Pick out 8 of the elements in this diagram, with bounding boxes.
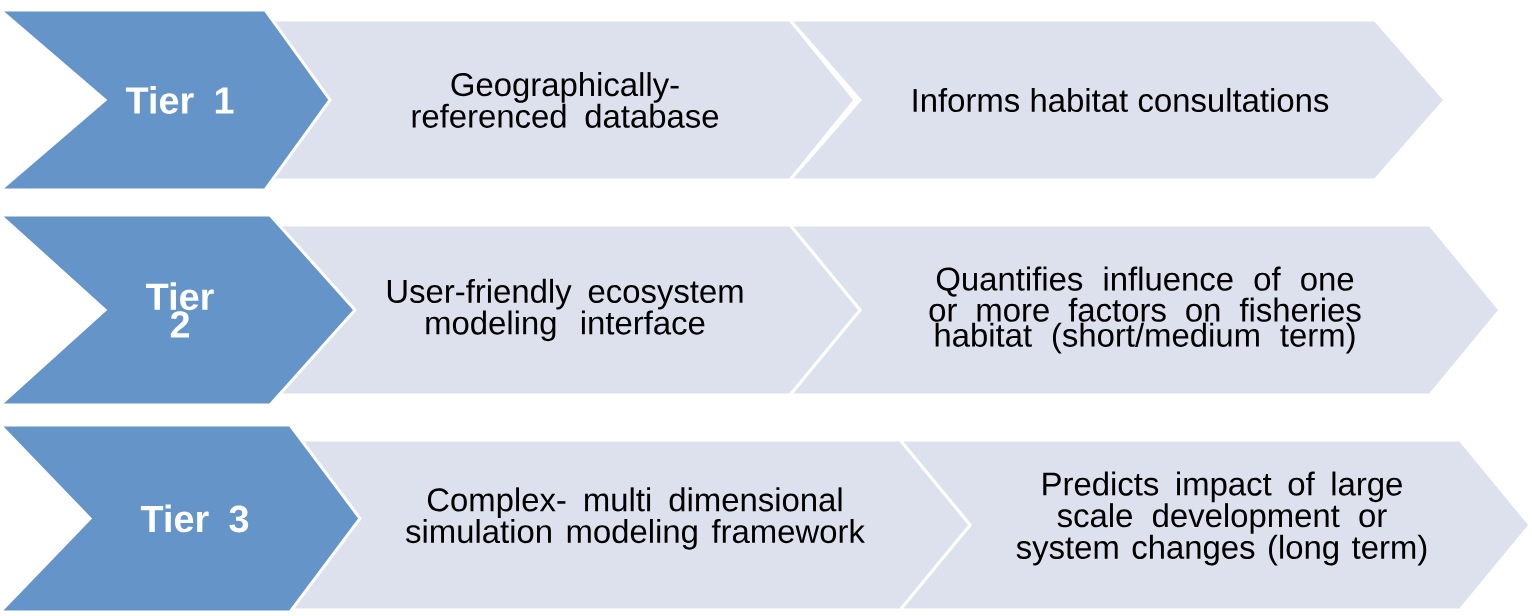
tier-box: Tier 3 — [0, 423, 362, 614]
step-box: Informs habitat consultations — [786, 18, 1447, 182]
tier-box: Tier 2 — [0, 213, 358, 407]
node-label: Quantifies influence of one or more factors on fisheries habitat (short/medium term) — [929, 266, 1361, 354]
step-box: Quantifies influence of one or more factors on fisheries habitat (short/medium term) — [786, 223, 1502, 397]
node-label: Complex- multi dimensional simulation modeling framework — [405, 487, 865, 550]
tier-box: Tier 1 — [0, 8, 332, 192]
node-label: Predicts impact of large scale development or system changes (long term) — [1016, 471, 1427, 566]
